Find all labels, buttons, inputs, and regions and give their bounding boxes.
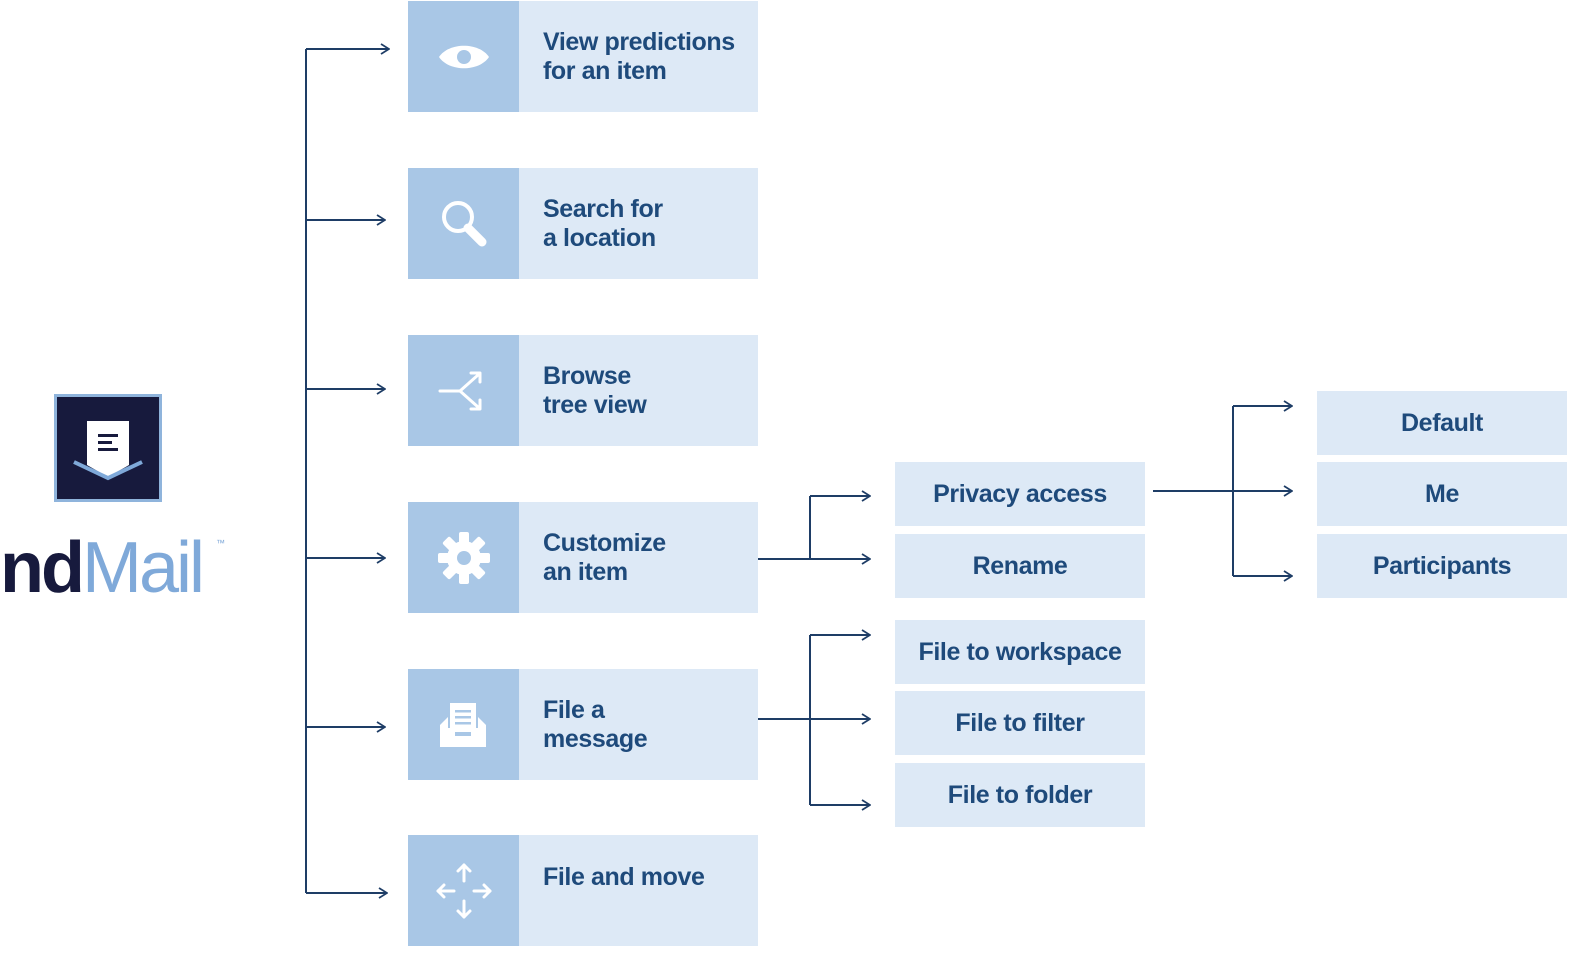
option-file-to-workspace[interactable]: File to workspace: [895, 620, 1145, 684]
option-privacy-participants[interactable]: Participants: [1317, 534, 1567, 598]
logo-icon: [54, 394, 162, 502]
action-browse-tree[interactable]: Browse tree view: [408, 335, 758, 446]
action-label-line2: tree view: [543, 390, 647, 419]
logo-wordmark-mail: Mail: [81, 528, 205, 608]
logo-wordmark: ndMail: [0, 526, 205, 610]
branch-icon: [408, 335, 519, 446]
action-label-line1: File a: [543, 695, 605, 724]
trademark-mark: ™: [216, 538, 225, 548]
action-file-and-move[interactable]: File and move: [408, 835, 758, 946]
magnifier-icon: [408, 168, 519, 279]
action-label-line1: Customize: [543, 528, 666, 557]
inbox-tray-icon: [408, 669, 519, 780]
option-file-to-folder[interactable]: File to folder: [895, 763, 1145, 827]
gear-icon: [408, 502, 519, 613]
action-label-line1: Search for: [543, 194, 663, 223]
action-label-line2: a location: [543, 223, 656, 252]
option-privacy-access[interactable]: Privacy access: [895, 462, 1145, 526]
action-file-message[interactable]: File a message: [408, 669, 758, 780]
action-label-line2: for an item: [543, 56, 667, 85]
action-search-location[interactable]: Search for a location: [408, 168, 758, 279]
option-privacy-default[interactable]: Default: [1317, 391, 1567, 455]
eye-icon: [408, 1, 519, 112]
option-file-to-filter[interactable]: File to filter: [895, 691, 1145, 755]
action-label-line2: message: [543, 724, 648, 753]
move-arrows-icon: [408, 835, 519, 946]
action-view-predictions[interactable]: View predictions for an item: [408, 1, 758, 112]
action-label-line1: File and move: [543, 863, 705, 891]
action-customize-item[interactable]: Customize an item: [408, 502, 758, 613]
option-privacy-me[interactable]: Me: [1317, 462, 1567, 526]
action-label-line1: View predictions: [543, 27, 735, 56]
logo-wordmark-nd: nd: [0, 528, 85, 608]
action-label-line2: an item: [543, 557, 628, 586]
option-rename[interactable]: Rename: [895, 534, 1145, 598]
action-label-line1: Browse: [543, 361, 631, 390]
